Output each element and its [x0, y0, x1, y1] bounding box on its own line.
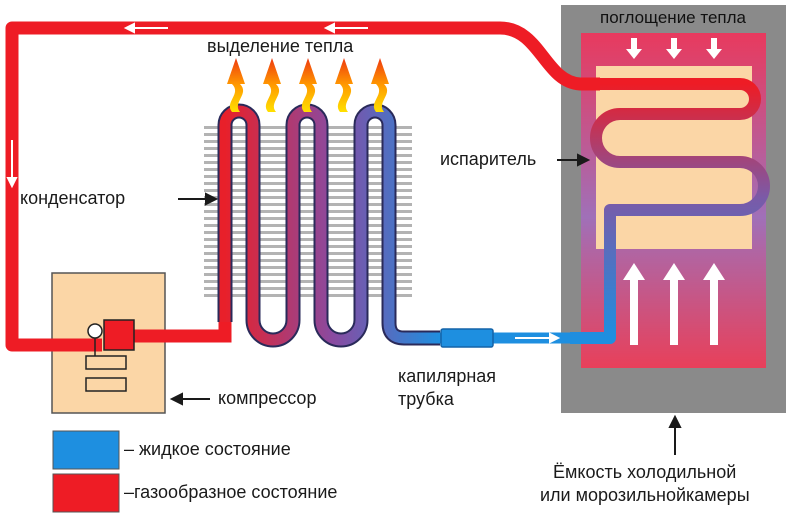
heat-flame-icon: [263, 58, 281, 112]
heat-absorption-label: поглощение тепла: [600, 8, 746, 27]
condenser-fin: [204, 210, 412, 213]
condenser-fin: [204, 168, 412, 171]
legend-liquid-label: – жидкое состояние: [124, 439, 291, 459]
condenser-fin: [204, 147, 412, 150]
condenser-fin: [204, 203, 412, 206]
condenser-fin: [204, 154, 412, 157]
hot-gas-line: [5, 21, 600, 352]
chamber-label-line1: Ёмкость холодильной: [553, 462, 737, 482]
chamber-label-line2: или морозильнойкамеры: [540, 485, 750, 505]
condenser-fin: [204, 175, 412, 178]
condenser-fin: [204, 126, 412, 129]
condenser-fin: [204, 189, 412, 192]
condenser-fin: [204, 196, 412, 199]
heat-release-label: выделение тепла: [207, 36, 354, 56]
legend-swatch-liquid: [52, 430, 120, 470]
compressor-label: компрессор: [218, 388, 317, 408]
heat-absorption-arrows: [626, 38, 722, 59]
condenser-fin: [204, 266, 412, 269]
condenser-fin: [204, 217, 412, 220]
label-pointers: [169, 153, 682, 455]
capillary-label-line1: капилярная: [398, 366, 497, 386]
evaporator-label: испаритель: [440, 149, 537, 169]
condenser-fin: [204, 294, 412, 297]
condenser-fin: [204, 252, 412, 255]
cold-air-arrows: [623, 263, 725, 345]
flow-arrows: [6, 22, 561, 344]
condenser-fin: [204, 231, 412, 234]
legend-swatch-gas: [52, 473, 120, 513]
capillary-filter: [440, 328, 494, 348]
legend-gas-label: –газообразное состояние: [124, 482, 338, 502]
heat-flame-icon: [227, 58, 245, 112]
condenser-coil: [219, 105, 440, 346]
condenser-label: конденсатор: [20, 188, 126, 208]
heat-flame-icon: [335, 58, 353, 112]
capillary-label-line2: трубка: [398, 389, 454, 409]
compressor-outlet-line: [130, 322, 232, 343]
condenser-fin: [204, 224, 412, 227]
condenser-fin: [204, 238, 412, 241]
heat-flames: [227, 58, 389, 112]
condenser-fin: [204, 273, 412, 276]
condenser-fin: [204, 280, 412, 283]
evaporator-coil: [570, 78, 770, 344]
condenser-fin: [204, 161, 412, 164]
condenser-fin: [204, 182, 412, 185]
condenser-fin: [204, 140, 412, 143]
condenser-fin: [204, 133, 412, 136]
heat-flame-icon: [299, 58, 317, 112]
condenser-fins: [204, 126, 412, 297]
heat-flame-icon: [371, 58, 389, 112]
condenser-fin: [204, 245, 412, 248]
condenser-fin: [204, 259, 412, 262]
compressor-symbol: [85, 319, 135, 392]
condenser-fin: [204, 287, 412, 290]
